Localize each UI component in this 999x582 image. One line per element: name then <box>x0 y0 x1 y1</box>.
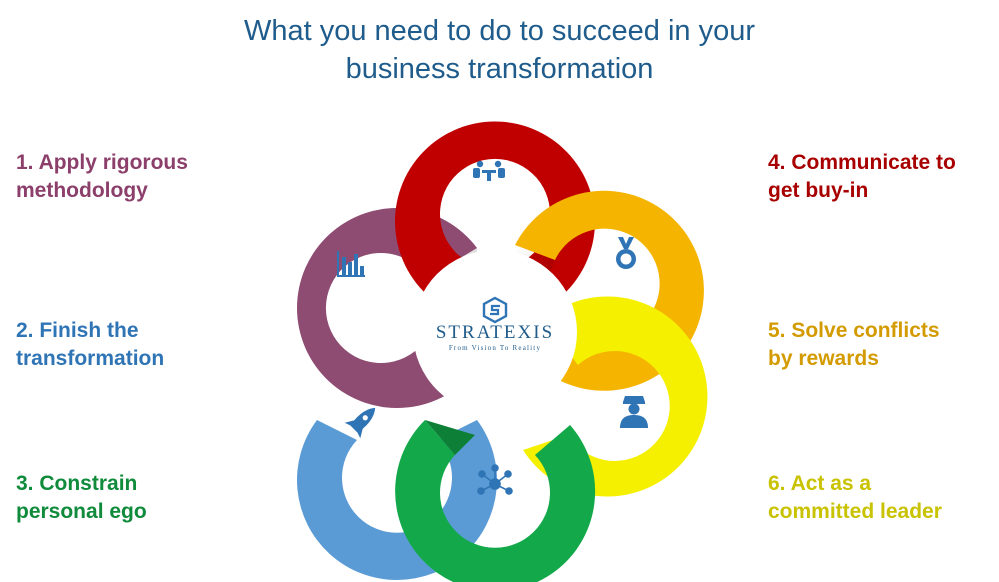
logo-name: STRATEXIS <box>436 322 554 343</box>
petal-green <box>395 420 596 582</box>
network-icon <box>477 464 513 495</box>
step-label-1: 1. Apply rigorous methodology <box>16 149 188 205</box>
officer-icon <box>620 396 648 428</box>
step-label-2: 2. Finish the transformation <box>16 317 164 373</box>
step-1-line-1: 1. Apply rigorous <box>16 151 188 174</box>
step-4-line-1: 4. Communicate to <box>768 151 956 174</box>
page-title: What you need to do to succeed in your b… <box>0 12 999 88</box>
title-line-2: business transformation <box>345 53 654 85</box>
step-label-5: 5. Solve conflicts by rewards <box>768 317 940 373</box>
step-label-4: 4. Communicate to get buy-in <box>768 149 956 205</box>
logo-icon <box>482 296 508 324</box>
step-2-line-1: 2. Finish the <box>16 319 139 342</box>
flower-diagram: STRATEXIS From Vision To Reality <box>297 121 708 582</box>
step-5-line-2: by rewards <box>768 347 879 370</box>
step-2-line-2: transformation <box>16 347 165 370</box>
meeting-icon <box>473 160 505 181</box>
step-label-3: 3. Constrain personal ego <box>16 470 147 526</box>
step-3-line-2: personal ego <box>16 500 147 523</box>
medal-icon <box>616 237 636 269</box>
step-3-line-1: 3. Constrain <box>16 472 138 495</box>
step-6-line-1: 6. Act as a <box>768 472 872 495</box>
step-1-line-2: methodology <box>16 179 148 202</box>
step-4-line-2: get buy-in <box>768 179 869 202</box>
logo-tagline: From Vision To Reality <box>449 344 541 352</box>
step-5-line-1: 5. Solve conflicts <box>768 319 940 342</box>
center-disc <box>413 250 577 414</box>
bar-chart-icon <box>337 251 365 277</box>
step-6-line-2: committed leader <box>768 500 942 523</box>
step-label-6: 6. Act as a committed leader <box>768 470 942 526</box>
rocket-icon <box>344 407 376 439</box>
title-line-1: What you need to do to succeed in your <box>243 15 756 47</box>
